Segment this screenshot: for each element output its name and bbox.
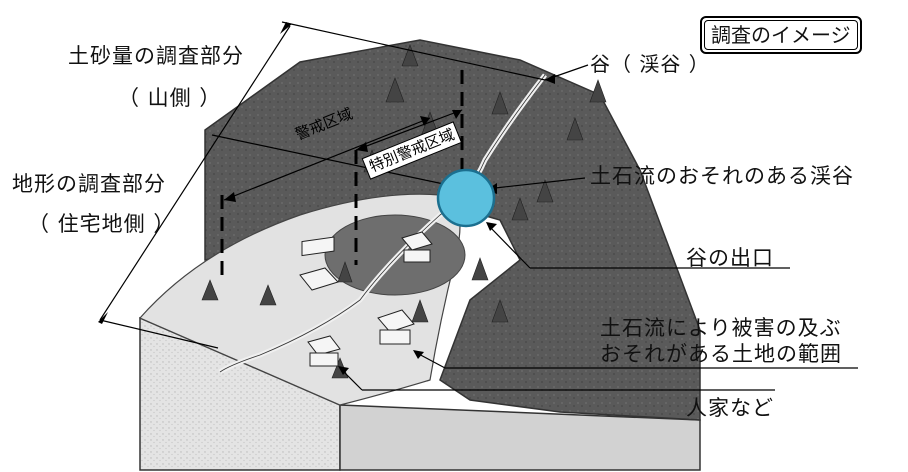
- title-box: 調査のイメージ: [700, 16, 862, 54]
- diagram-title: 調査のイメージ: [704, 20, 858, 50]
- ground-block-side: [339, 404, 701, 471]
- trees: [201, 44, 607, 379]
- valley-exit-label: 谷の出口: [686, 246, 774, 270]
- inner-dark-zone: [324, 214, 466, 296]
- valley-exit-marker: [436, 168, 496, 228]
- mountain-side-label: （ 山側 ）: [118, 86, 222, 110]
- house-icon: [401, 231, 433, 263]
- terrain-survey-label: 地形の調査部分: [12, 172, 166, 196]
- damage-area-label-line1: 土石流により被害の及ぶ: [600, 316, 842, 340]
- arrowheads: [98, 22, 555, 375]
- house-icon: [299, 236, 339, 291]
- debris-flow-valley-label: 土石流のおそれのある渓谷: [590, 164, 854, 188]
- house-icon: [377, 309, 415, 345]
- damage-area-label-line2: おそれがある土地の範囲: [600, 342, 842, 366]
- residential-side-label: （ 住宅地側 ）: [28, 212, 176, 236]
- houses-label: 人家など: [686, 396, 774, 420]
- house-icon: [307, 335, 341, 367]
- sediment-survey-label: 土砂量の調査部分: [68, 44, 244, 68]
- valley-label: 谷（ 渓谷 ）: [590, 52, 710, 76]
- dimension-lines: [99, 21, 858, 391]
